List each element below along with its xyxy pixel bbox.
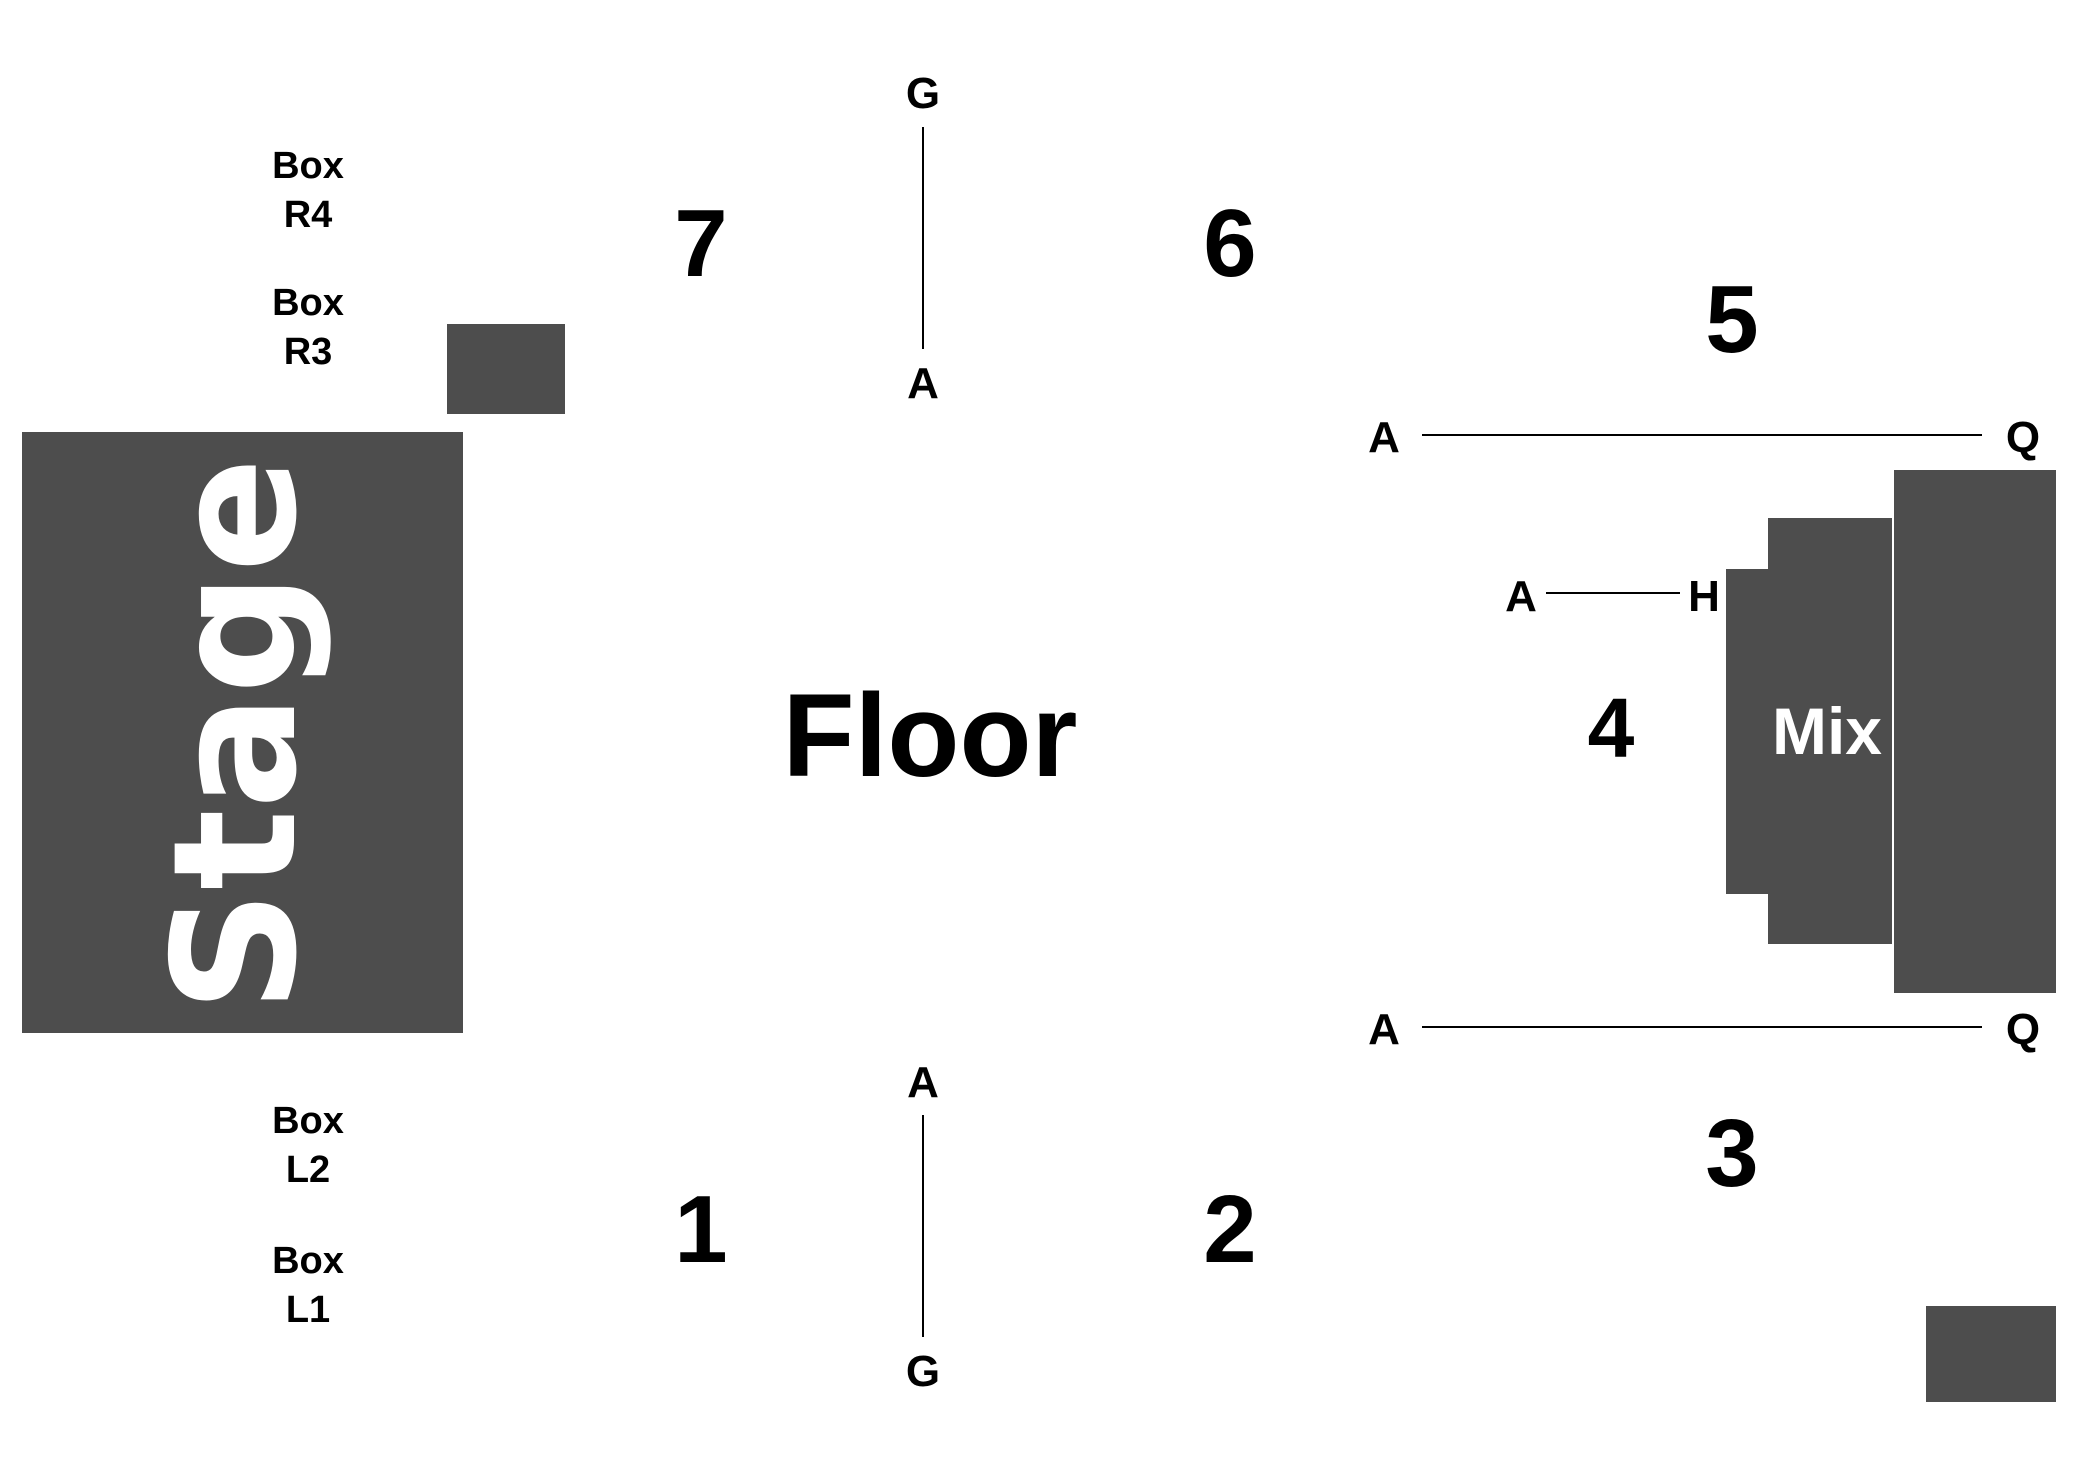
- sec4-row-end-label: H: [1688, 572, 1720, 621]
- box-l2-label[interactable]: Box L2: [238, 1097, 378, 1196]
- box-r3-label[interactable]: Box R3: [238, 279, 378, 378]
- bottom-right-block[interactable]: [1926, 1306, 2056, 1402]
- stage-label: Stage: [137, 457, 335, 1013]
- section-6[interactable]: 6: [1203, 190, 1257, 297]
- top-aisle-end-label: A: [907, 359, 939, 408]
- floor-label[interactable]: Floor: [782, 670, 1078, 802]
- stage-block[interactable]: [22, 432, 463, 1033]
- top-aisle-line: [922, 127, 924, 349]
- box-r3-line1: Box: [272, 282, 344, 324]
- mix-label: Mix: [1771, 694, 1883, 768]
- section-1[interactable]: 1: [674, 1176, 728, 1283]
- box-l2-line1: Box: [272, 1100, 344, 1142]
- section-4[interactable]: 4: [1587, 681, 1635, 775]
- sec3-row-start-label: A: [1368, 1005, 1400, 1054]
- section-5[interactable]: 5: [1705, 266, 1759, 373]
- sec4-row-start-label: A: [1505, 572, 1537, 621]
- top-aisle-start-label: G: [905, 69, 941, 118]
- bottom-aisle-line: [922, 1115, 924, 1337]
- section-3[interactable]: 3: [1705, 1100, 1759, 1207]
- sec5-row-end-label: Q: [2005, 413, 2041, 462]
- section-7[interactable]: 7: [674, 190, 728, 297]
- box-l1-label[interactable]: Box L1: [238, 1237, 378, 1336]
- bottom-aisle-end-label: G: [905, 1347, 941, 1396]
- box-r3-line2: R3: [283, 331, 333, 374]
- sec3-row-line: [1422, 1026, 1982, 1028]
- box-r3-block[interactable]: [447, 324, 565, 414]
- mix-booth-main[interactable]: [1768, 518, 1892, 944]
- box-r4-label[interactable]: Box R4: [238, 142, 378, 241]
- box-r4-line2: R4: [283, 194, 333, 237]
- sec3-row-end-label: Q: [2005, 1005, 2041, 1054]
- sec5-row-start-label: A: [1368, 413, 1400, 462]
- bottom-aisle-start-label: A: [907, 1058, 939, 1107]
- box-l1-line2: L1: [285, 1289, 331, 1332]
- box-l2-line2: L2: [285, 1149, 331, 1192]
- sec4-row-line: [1546, 592, 1680, 594]
- sec5-row-line: [1422, 434, 1982, 436]
- box-r4-line1: Box: [272, 145, 344, 187]
- rear-platform-block[interactable]: [1894, 470, 2056, 993]
- section-2[interactable]: 2: [1203, 1176, 1257, 1283]
- box-l1-line1: Box: [272, 1240, 344, 1282]
- mix-booth-front[interactable]: [1726, 569, 1770, 894]
